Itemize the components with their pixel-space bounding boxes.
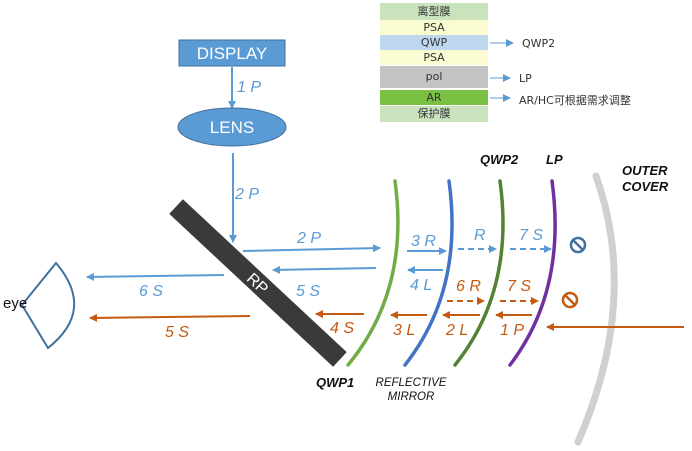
layer-psa-top: PSA — [380, 20, 488, 35]
arrow-blue-5s — [272, 265, 377, 274]
label-reflective-mirror-1: REFLECTIVE — [376, 377, 447, 389]
lens-label: LENS — [210, 118, 254, 137]
label-blue-7s: 7 S — [519, 227, 543, 244]
arrow-blue-6s — [86, 272, 225, 281]
label-blue-r: R — [474, 227, 486, 244]
label-blue-3r: 3 R — [411, 233, 436, 250]
label-qwp2: QWP2 — [480, 152, 519, 167]
label-outer-cover-2: COVER — [622, 179, 669, 194]
layer-psa-bottom: PSA — [380, 50, 488, 65]
layer-ar: AR — [380, 90, 488, 105]
note-ar-hc: AR/HC可根据需求调整 — [519, 94, 631, 107]
blocked-icon-orange — [561, 291, 579, 309]
label-orange-4s: 4 S — [330, 320, 354, 337]
label-orange-7s: 7 S — [507, 278, 531, 295]
lp-curve — [508, 179, 557, 367]
label-lp: LP — [546, 152, 563, 167]
label-blue-2p-vertical: 2 P — [234, 186, 259, 203]
label-reflective-mirror-2: MIRROR — [388, 391, 435, 403]
label-qwp1: QWP1 — [316, 375, 354, 390]
arrow-orange-5s — [89, 313, 251, 322]
blocked-icon-blue — [569, 236, 587, 254]
layer-release-film: 离型膜 — [380, 3, 488, 20]
layer-qwp: QWP — [380, 35, 488, 50]
qwp1-curve — [346, 179, 400, 367]
label-blue-6s: 6 S — [139, 283, 163, 300]
label-orange-2l: 2 L — [445, 322, 468, 339]
note-lp: LP — [519, 72, 532, 85]
rp-bar: RP — [169, 199, 347, 367]
lens-ellipse — [177, 107, 287, 147]
eye-label: eye — [3, 295, 27, 312]
outer-cover — [574, 172, 618, 446]
label-orange-6r: 6 R — [456, 278, 481, 295]
note-qwp2: QWP2 — [522, 37, 556, 50]
label-blue-5s: 5 S — [296, 283, 320, 300]
display-label: DISPLAY — [197, 44, 268, 63]
label-orange-3l: 3 L — [393, 322, 415, 339]
qwp2-curve — [453, 179, 505, 367]
layer-protective-film: 保护膜 — [380, 106, 488, 122]
reflective-mirror-curve — [403, 179, 454, 367]
eye-shape — [20, 261, 76, 350]
label-blue-1p: 1 P — [237, 79, 261, 96]
layer-pol: pol — [380, 66, 488, 88]
label-orange-5s: 5 S — [165, 324, 189, 341]
label-blue-2p-horizontal: 2 P — [296, 230, 321, 247]
label-orange-1p: 1 P — [500, 322, 524, 339]
display-box — [178, 39, 286, 67]
arrow-blue-2p-rp-qwp1 — [242, 244, 381, 253]
label-outer-cover-1: OUTER — [622, 163, 668, 178]
label-blue-4l: 4 L — [410, 277, 432, 294]
